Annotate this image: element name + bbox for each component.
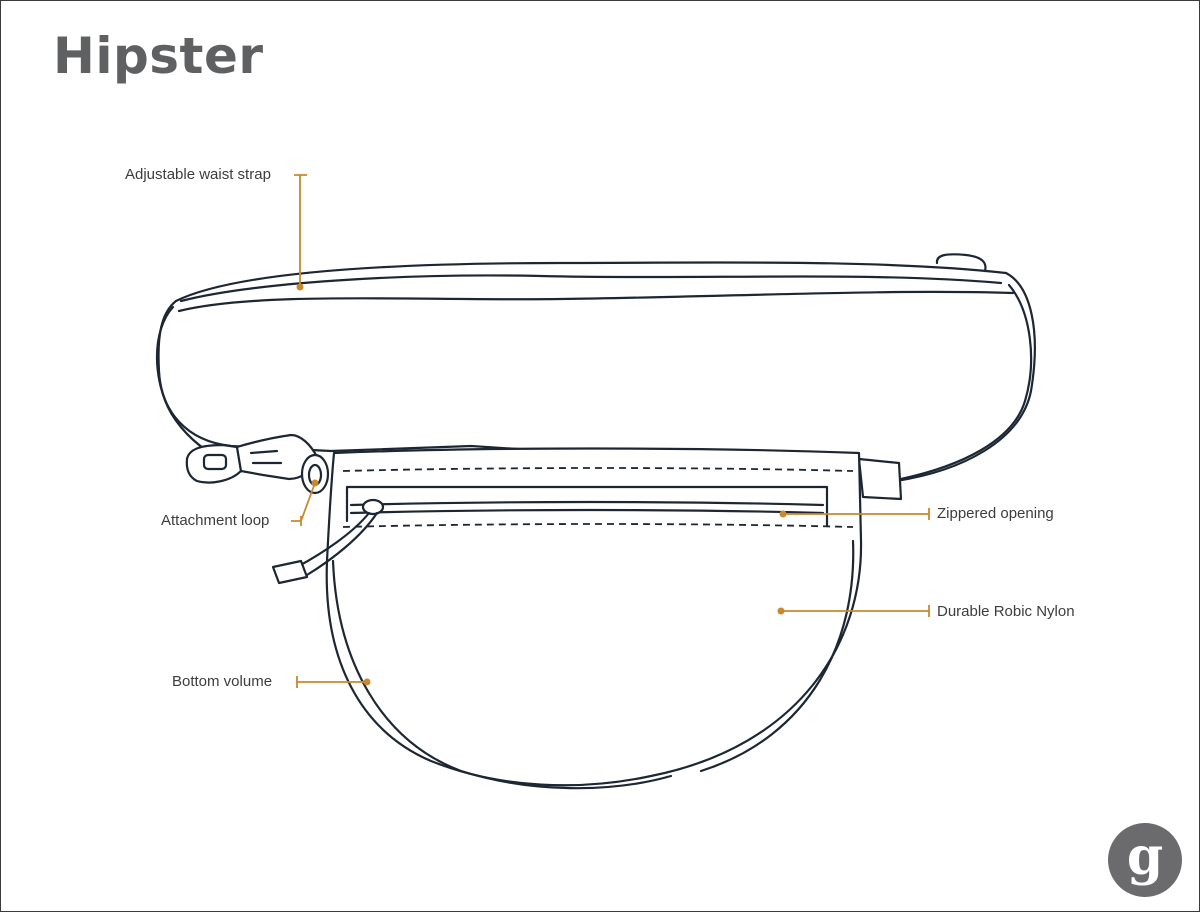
- leader-zippered-opening: [779, 508, 930, 520]
- buckle-ridges: [249, 449, 283, 465]
- brand-g-logo-icon: g: [1108, 823, 1182, 897]
- strap-keeper: [857, 457, 903, 501]
- callout-waist-strap: Adjustable waist strap: [125, 166, 271, 183]
- pack-inner-seam: [331, 559, 673, 790]
- buckle-right: [235, 433, 319, 481]
- leader-attachment-loop: [291, 479, 319, 526]
- zipper-track: [349, 500, 825, 507]
- pack-body: [325, 447, 863, 787]
- strap-inner-line: [177, 290, 1015, 313]
- zipper-track-lower: [349, 508, 825, 515]
- page-title: Hipster: [53, 27, 264, 85]
- leader-bottom-volume: [296, 676, 371, 688]
- callout-zippered-opening: Zippered opening: [937, 505, 1054, 522]
- callout-attachment-loop: Attachment loop: [161, 512, 270, 529]
- callout-bottom-volume: Bottom volume: [172, 673, 273, 690]
- bottom-stitching: [342, 523, 854, 528]
- cord-end: [271, 559, 309, 585]
- pack-right-seam: [699, 539, 855, 773]
- leader-waist-strap: [294, 174, 307, 291]
- zipper-slider: [361, 498, 385, 516]
- strap-top-edge: [179, 274, 1003, 303]
- leader-nylon: [777, 605, 930, 617]
- buckle-slot: [202, 453, 228, 471]
- strap-right-curve: [899, 283, 1033, 481]
- zipper-frame: [345, 485, 829, 527]
- logo-letter: g: [1127, 826, 1163, 887]
- top-stitching: [342, 467, 854, 472]
- attachment-loop-ring: [300, 453, 330, 495]
- callout-nylon: Durable Robic Nylon: [937, 603, 1075, 620]
- buckle-left: [185, 443, 243, 484]
- strap-band: [157, 261, 1036, 483]
- strap-tab: [935, 253, 987, 273]
- pull-cord-right: [305, 511, 379, 577]
- pull-cord-left: [295, 511, 371, 569]
